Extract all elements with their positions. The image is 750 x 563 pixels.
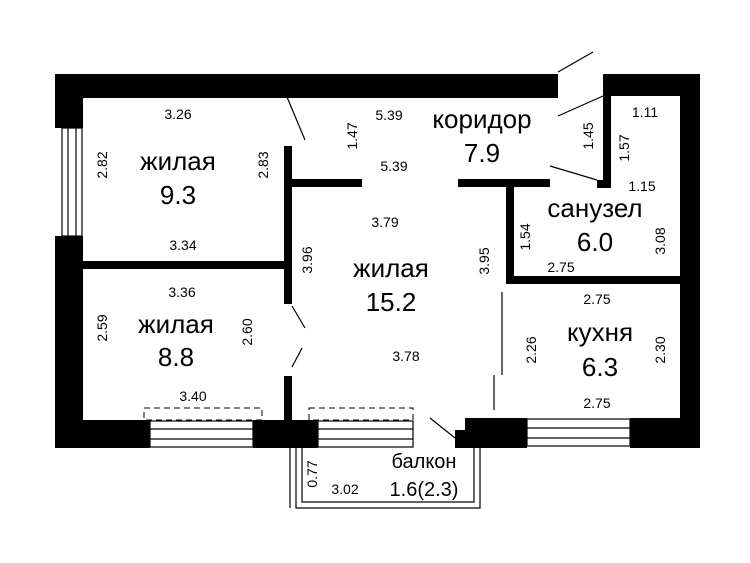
outer-walls bbox=[55, 74, 700, 448]
wall-bottom-mid-b bbox=[465, 418, 527, 448]
room-name-living-c: жилая bbox=[353, 253, 429, 283]
sill-mid bbox=[308, 407, 414, 421]
wall-bottom-left bbox=[55, 420, 150, 448]
room-area-corridor: 7.9 bbox=[464, 138, 500, 168]
internal-walls bbox=[83, 94, 680, 422]
dim-2-60: 2.60 bbox=[239, 318, 255, 345]
window-bottom-left bbox=[149, 420, 254, 448]
dim-1-45: 1.45 bbox=[580, 122, 596, 149]
wall-bottom-right bbox=[630, 418, 700, 448]
dim-2-83: 2.83 bbox=[255, 151, 271, 178]
dim-1-47: 1.47 bbox=[344, 122, 360, 149]
dim-3-78: 3.78 bbox=[392, 348, 419, 364]
sill-left bbox=[143, 407, 263, 421]
window-left bbox=[61, 127, 83, 237]
window-bottom-right bbox=[526, 418, 631, 447]
dim-2-26: 2.26 bbox=[523, 336, 539, 363]
window-bottom-mid bbox=[317, 420, 414, 448]
dim-2-82: 2.82 bbox=[94, 151, 110, 178]
dim-1-15: 1.15 bbox=[628, 178, 655, 194]
dim-3-02: 3.02 bbox=[331, 481, 358, 497]
wall-bottom-mid-a bbox=[253, 420, 318, 448]
dim-1-57: 1.57 bbox=[616, 134, 632, 161]
dim-0-77: 0.77 bbox=[304, 460, 320, 487]
dim-3-36: 3.36 bbox=[168, 284, 195, 300]
wall-top-right bbox=[603, 74, 700, 96]
room-name-balcony: балкон bbox=[392, 451, 457, 473]
room-name-bathroom: санузел bbox=[547, 193, 642, 223]
dim-5-39-mid: 5.39 bbox=[380, 158, 407, 174]
wall-bottom-balcony-jamb bbox=[455, 430, 467, 448]
room-name-living-a: жилая bbox=[140, 146, 216, 176]
dim-1-54: 1.54 bbox=[517, 223, 533, 250]
room-area-living-c: 15.2 bbox=[366, 287, 417, 317]
dim-3-79: 3.79 bbox=[371, 214, 398, 230]
dim-2-75-kitchen-bottom: 2.75 bbox=[583, 395, 610, 411]
wall-left-upper bbox=[55, 74, 83, 128]
dim-2-59: 2.59 bbox=[94, 314, 110, 341]
room-area-balcony: 1.6(2.3) bbox=[390, 479, 459, 501]
wall-top-left bbox=[55, 74, 558, 98]
dim-3-95: 3.95 bbox=[476, 247, 492, 274]
dim-3-40: 3.40 bbox=[179, 388, 206, 404]
dim-3-26: 3.26 bbox=[164, 106, 191, 122]
dim-3-34: 3.34 bbox=[169, 237, 196, 253]
door-swings bbox=[286, 51, 604, 439]
room-area-living-a: 9.3 bbox=[160, 180, 196, 210]
room-name-living-b: жилая bbox=[138, 309, 214, 339]
room-name-corridor: коридор bbox=[432, 104, 531, 134]
room-area-bathroom: 6.0 bbox=[577, 227, 613, 257]
dim-3-96: 3.96 bbox=[299, 246, 315, 273]
dim-1-11: 1.11 bbox=[632, 104, 658, 120]
room-area-living-b: 8.8 bbox=[158, 342, 194, 372]
dim-5-39-top: 5.39 bbox=[375, 107, 402, 123]
dim-2-75-kitchen-top: 2.75 bbox=[583, 291, 610, 307]
room-name-kitchen: кухня bbox=[567, 317, 633, 347]
room-area-kitchen: 6.3 bbox=[582, 352, 618, 382]
wall-left-lower bbox=[55, 236, 83, 448]
wall-right bbox=[680, 74, 700, 448]
dim-2-75-bath: 2.75 bbox=[547, 259, 574, 275]
dim-3-08: 3.08 bbox=[652, 227, 668, 254]
balcony-outline bbox=[289, 448, 481, 509]
dim-2-30: 2.30 bbox=[652, 336, 668, 363]
